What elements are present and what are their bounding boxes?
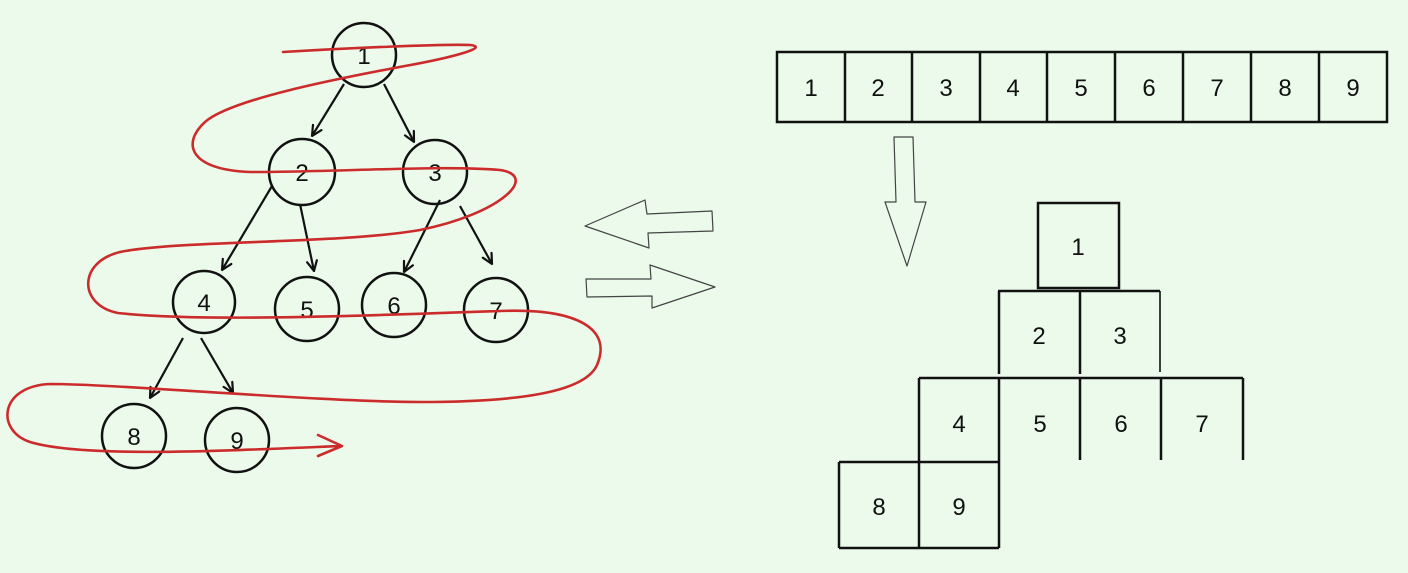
pyramid-layout	[837, 201, 1245, 550]
array-cell-label: 9	[1346, 75, 1359, 102]
pyramid-cell-label: 5	[1033, 411, 1046, 438]
edge-2-5	[298, 203, 314, 271]
pyramid-cell-label: 3	[1113, 323, 1126, 350]
tree-node: 9	[203, 406, 271, 474]
array-cell-label: 7	[1210, 75, 1223, 102]
tree-node-label: 4	[197, 290, 210, 317]
tree-node-label: 3	[428, 160, 441, 187]
array-cell-label: 3	[939, 75, 952, 102]
tree-edges	[150, 83, 492, 398]
array-cell-label: 2	[871, 75, 884, 102]
bidirectional-arrows	[584, 199, 716, 309]
tree-node: 3	[401, 138, 469, 206]
down-arrow	[884, 136, 927, 267]
array-cell-label: 5	[1074, 75, 1087, 102]
tree-node: 5	[273, 275, 341, 343]
array-cell-label: 6	[1142, 75, 1155, 102]
right-arrow	[585, 264, 716, 309]
array-row: 1 2 3 4 5 6 7 8 9	[775, 50, 1389, 124]
tree-node-label: 8	[127, 424, 140, 451]
pyramid-cell	[1036, 201, 1121, 290]
tree-node: 1	[330, 21, 398, 89]
tree-node-label: 9	[230, 428, 243, 455]
array-cell-label: 8	[1278, 75, 1291, 102]
binary-tree: 1 2 3 4 5 6 7	[6, 21, 602, 474]
traversal-arrowhead	[316, 433, 344, 458]
tree-node-label: 2	[295, 160, 308, 187]
edge-4-9	[200, 337, 233, 393]
pyramid-labels: 1 2 3 4 5 6 7 8 9	[872, 234, 1208, 521]
tree-node: 4	[171, 269, 237, 335]
edge-3-7	[459, 205, 492, 264]
pyramid-cell-label: 1	[1071, 234, 1084, 261]
pyramid-cell-label: 9	[952, 494, 965, 521]
level-order-traversal-path	[6, 43, 602, 454]
array-cell-label: 4	[1006, 75, 1019, 102]
pyramid-cell-label: 4	[952, 411, 965, 438]
array-cell-label: 1	[804, 75, 817, 102]
edge-1-3	[383, 83, 414, 142]
pyramid-cell-label: 6	[1114, 411, 1127, 438]
pyramid-cell-label: 7	[1195, 411, 1208, 438]
tree-nodes: 1 2 3 4 5 6 7	[100, 21, 530, 474]
tree-node: 6	[360, 271, 428, 339]
edge-3-6	[404, 199, 441, 272]
tree-node: 8	[100, 402, 168, 470]
tree-node-label: 5	[300, 297, 313, 324]
pyramid-cell-label: 8	[872, 494, 885, 521]
edge-2-4	[222, 185, 273, 270]
left-arrow	[584, 199, 714, 249]
pyramid-cell-label: 2	[1032, 323, 1045, 350]
tree-node-label: 1	[357, 43, 370, 70]
edge-1-2	[312, 83, 345, 136]
